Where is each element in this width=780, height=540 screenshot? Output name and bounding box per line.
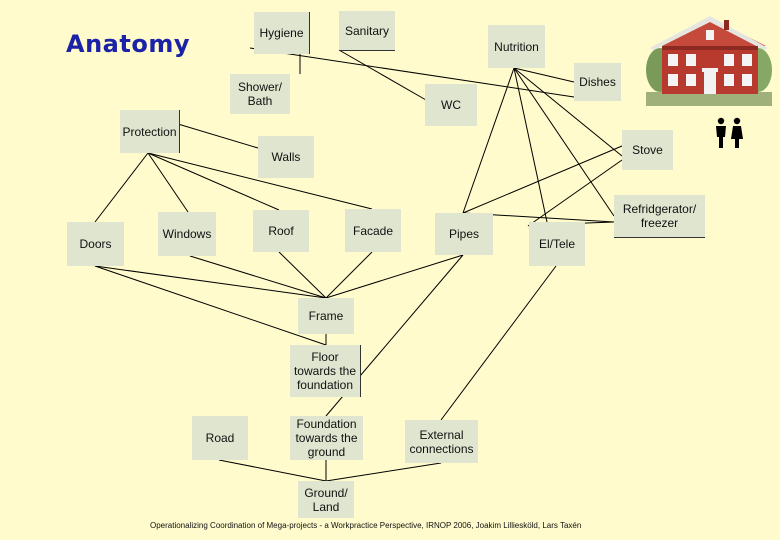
edge-nutrition-dishes xyxy=(513,67,575,83)
node-stove: Stove xyxy=(622,130,673,170)
node-walls: Walls xyxy=(258,136,314,178)
edge-roof-frame xyxy=(278,251,327,299)
node-external-connections: External connections xyxy=(405,420,478,463)
edge-protection-roof xyxy=(147,152,280,211)
edge-stove-pipes xyxy=(462,145,623,214)
slide-title: Anatomy xyxy=(66,30,190,58)
node-floor-towards-foundation: Floor towards the foundation xyxy=(290,345,361,397)
node-foundation-towards-ground: Foundation towards the ground xyxy=(290,416,363,460)
edge-protection-facade xyxy=(147,152,373,210)
edge-nutrition-pipes xyxy=(462,67,515,214)
node-roof: Roof xyxy=(253,210,309,252)
node-wc: WC xyxy=(425,84,477,126)
node-refrigerator-freezer: Refridgerator/ freezer xyxy=(614,195,705,238)
edge-nutrition-eltele xyxy=(513,67,548,223)
node-el-tele: El/Tele xyxy=(529,222,585,266)
node-hygiene: Hygiene xyxy=(254,12,310,54)
footer-citation: Operationalizing Coordination of Mega-pr… xyxy=(150,521,582,530)
edge-protection-windows xyxy=(147,152,189,213)
node-road: Road xyxy=(192,416,248,460)
node-dishes: Dishes xyxy=(574,63,621,101)
node-windows: Windows xyxy=(158,212,216,256)
edge-sanitary-wc xyxy=(338,49,427,101)
edge-hygiene-dishes xyxy=(249,47,575,98)
edge-road-ground xyxy=(218,459,327,482)
house-illustration xyxy=(646,10,772,106)
edge-protection-doors xyxy=(94,152,149,223)
edge-doors-floor xyxy=(94,265,327,346)
people-icon xyxy=(716,117,743,148)
node-frame: Frame xyxy=(298,298,354,334)
node-facade: Facade xyxy=(345,209,401,252)
node-doors: Doors xyxy=(67,222,124,266)
edge-nutrition-refrigerator xyxy=(513,67,615,217)
node-protection: Protection xyxy=(120,110,180,153)
node-pipes: Pipes xyxy=(435,213,493,255)
edge-doors-frame xyxy=(94,265,327,299)
node-sanitary: Sanitary xyxy=(339,11,395,51)
edge-stove-eltele xyxy=(527,159,623,227)
edge-nutrition-stove xyxy=(513,67,623,157)
edge-windows-frame xyxy=(189,255,327,299)
edge-external-ground xyxy=(325,462,442,482)
node-ground-land: Ground/ Land xyxy=(298,481,354,518)
edge-protection-walls xyxy=(177,123,259,149)
edge-pipes-frame xyxy=(325,254,464,299)
edge-facade-frame xyxy=(325,251,373,299)
node-nutrition: Nutrition xyxy=(488,25,545,68)
node-shower-bath: Shower/ Bath xyxy=(230,74,290,114)
edge-eltele-external xyxy=(440,265,557,421)
